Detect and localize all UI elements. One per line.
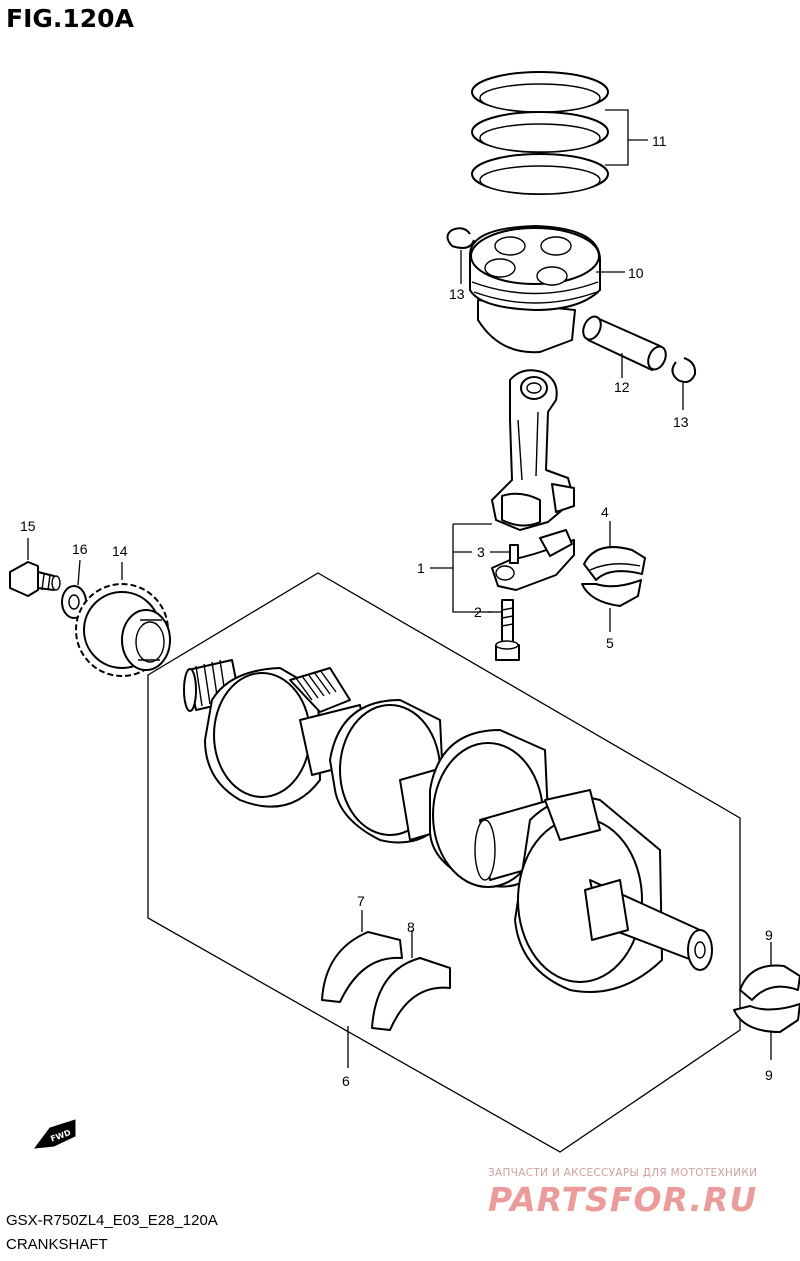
rod-dowel-pin: [509, 544, 519, 564]
piston-rings: [471, 71, 609, 195]
callout-6: 6: [342, 1073, 350, 1089]
callout-2: 2: [474, 604, 482, 620]
connecting-rod-cap: [491, 529, 575, 591]
piston-pin: [582, 315, 667, 371]
thrust-bearings: [321, 931, 451, 1031]
callout-13-left: 13: [449, 286, 465, 302]
watermark-brand: PARTSFOR.RU: [488, 1180, 758, 1219]
callout-11: 11: [652, 133, 667, 149]
watermark-tagline: ЗАПЧАСТИ И АКСЕССУАРЫ ДЛЯ МОТОТЕХНИКИ: [488, 1167, 758, 1179]
connecting-rod: [491, 369, 575, 531]
callout-5: 5: [606, 635, 614, 651]
circlip-right: [671, 357, 697, 383]
sprocket-bolt: [9, 561, 61, 597]
callout-9-top: 9: [765, 927, 773, 943]
crankshaft: [183, 659, 713, 993]
figure-title: FIG.120A: [6, 4, 134, 33]
callout-1: 1: [417, 560, 425, 576]
model-code: GSX-R750ZL4_E03_E28_120A: [6, 1212, 218, 1229]
callout-13-right: 13: [673, 414, 689, 430]
callout-8: 8: [407, 919, 415, 935]
callout-10: 10: [628, 265, 644, 281]
callout-14: 14: [112, 543, 128, 559]
callout-9-bottom: 9: [765, 1067, 773, 1083]
callout-16: 16: [72, 541, 88, 557]
rod-bolt: [495, 599, 520, 661]
main-bearing-pair: [733, 964, 800, 1033]
callout-3: 3: [477, 544, 485, 560]
callout-7: 7: [357, 893, 365, 909]
piston: [469, 225, 601, 354]
crankshaft-sprocket: [75, 583, 171, 677]
crankshaft-group-outline: [147, 572, 741, 1153]
rod-bearing-pair: [581, 546, 646, 607]
fwd-direction-arrow: FWD: [33, 1119, 76, 1149]
figure-caption: CRANKSHAFT: [6, 1236, 108, 1253]
callout-4: 4: [601, 504, 609, 520]
callout-12: 12: [614, 379, 630, 395]
circlip-left: [446, 227, 475, 249]
callout-15: 15: [20, 518, 36, 534]
